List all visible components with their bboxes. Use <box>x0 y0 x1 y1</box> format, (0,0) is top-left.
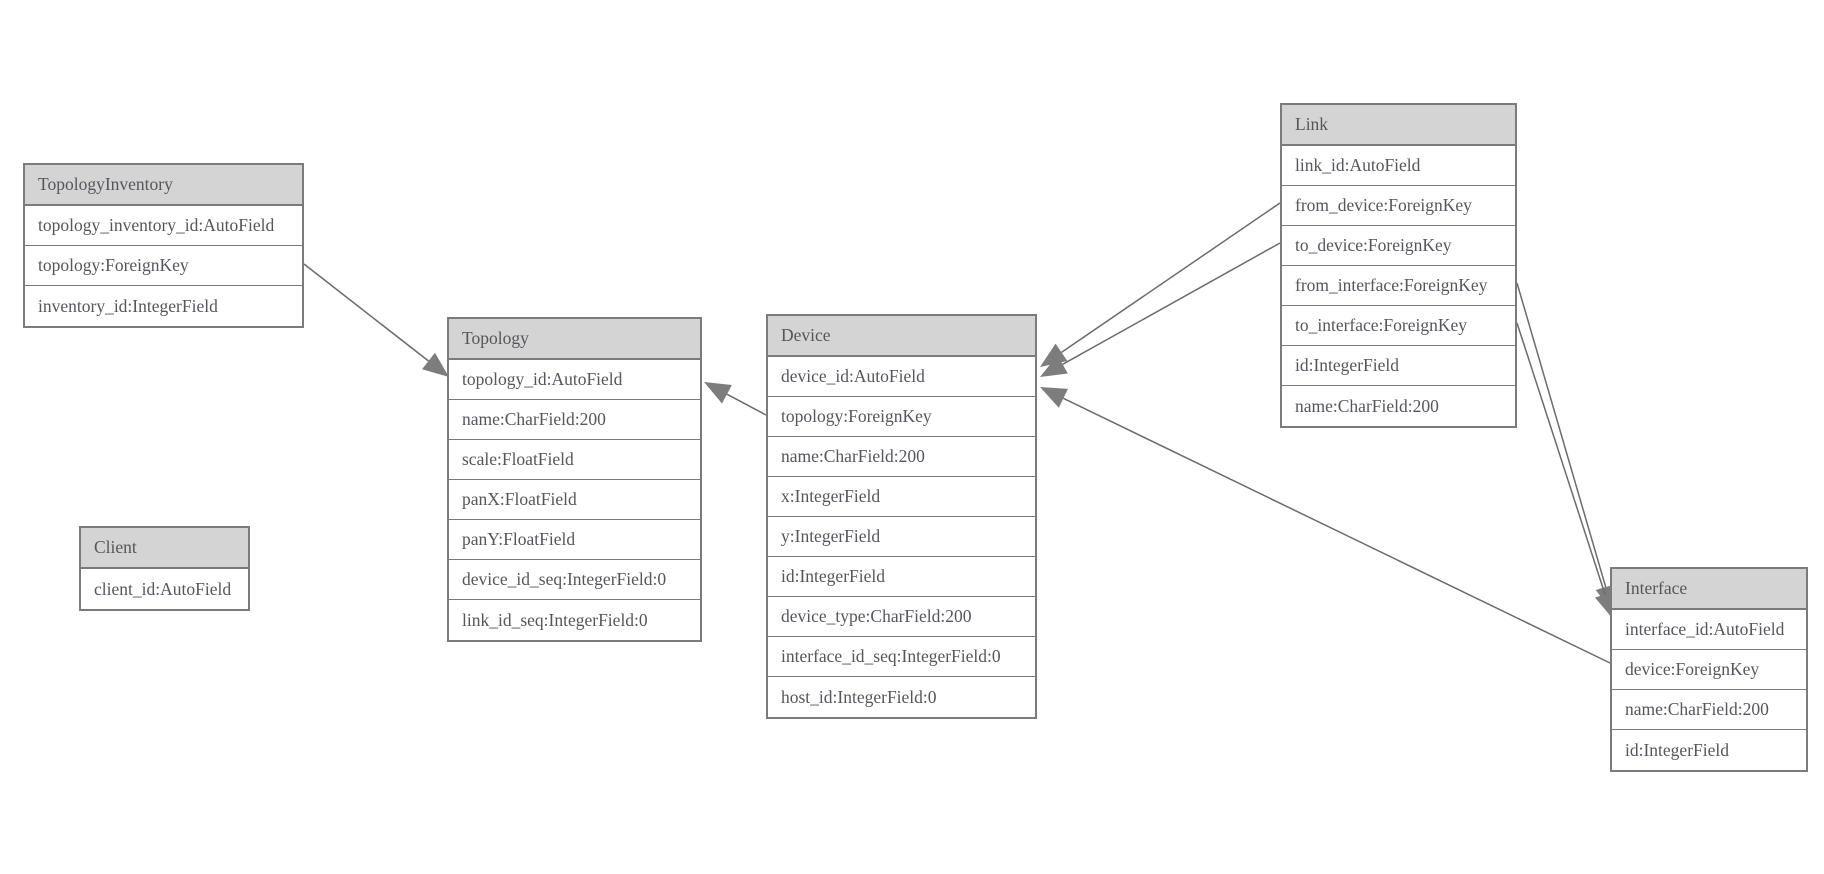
field-row-device: host_id:IntegerField:0 <box>768 677 1035 717</box>
field-row-device: device_type:CharField:200 <box>768 597 1035 637</box>
field-row-topology: panX:FloatField <box>449 480 700 520</box>
field-row-topology: topology_id:AutoField <box>449 360 700 400</box>
relationship-line <box>1063 397 1611 664</box>
field-row-device: x:IntegerField <box>768 477 1035 517</box>
field-row-device: interface_id_seq:IntegerField:0 <box>768 637 1035 677</box>
arrowhead <box>1040 343 1068 367</box>
field-row-device: topology:ForeignKey <box>768 397 1035 437</box>
relationship-line <box>726 393 767 416</box>
field-row-device: id:IntegerField <box>768 557 1035 597</box>
relationship-line <box>1516 282 1607 588</box>
entity-title-link: Link <box>1282 105 1515 146</box>
field-row-link: id:IntegerField <box>1282 346 1515 386</box>
field-row-topology: name:CharField:200 <box>449 400 700 440</box>
entity-title-interface: Interface <box>1612 569 1806 610</box>
field-row-link: to_interface:ForeignKey <box>1282 306 1515 346</box>
field-row-topology-inventory: topology:ForeignKey <box>25 246 302 286</box>
field-row-topology-inventory: topology_inventory_id:AutoField <box>25 206 302 246</box>
relationship-line <box>1061 202 1281 353</box>
arrowhead <box>704 382 732 404</box>
relationship-line <box>303 263 429 362</box>
entity-title-client: Client <box>81 528 248 569</box>
arrowhead <box>1040 387 1068 408</box>
field-row-topology: link_id_seq:IntegerField:0 <box>449 600 700 640</box>
field-row-interface: id:IntegerField <box>1612 730 1806 770</box>
relationship-line <box>1062 242 1281 365</box>
field-row-topology: panY:FloatField <box>449 520 700 560</box>
arrowhead <box>1040 355 1068 377</box>
field-row-link: from_device:ForeignKey <box>1282 186 1515 226</box>
field-row-link: name:CharField:200 <box>1282 386 1515 426</box>
entity-title-device: Device <box>768 316 1035 357</box>
field-row-interface: device:ForeignKey <box>1612 650 1806 690</box>
field-row-topology: device_id_seq:IntegerField:0 <box>449 560 700 600</box>
field-row-interface: interface_id:AutoField <box>1612 610 1806 650</box>
field-row-device: name:CharField:200 <box>768 437 1035 477</box>
arrowhead <box>422 352 449 377</box>
field-row-client: client_id:AutoField <box>81 569 248 609</box>
entity-title-topology: Topology <box>449 319 700 360</box>
field-row-link: link_id:AutoField <box>1282 146 1515 186</box>
field-row-link: to_device:ForeignKey <box>1282 226 1515 266</box>
field-row-device: device_id:AutoField <box>768 357 1035 397</box>
field-row-topology-inventory: inventory_id:IntegerField <box>25 286 302 326</box>
field-row-interface: name:CharField:200 <box>1612 690 1806 730</box>
relationship-line <box>1516 322 1606 595</box>
field-row-link: from_interface:ForeignKey <box>1282 266 1515 306</box>
field-row-device: y:IntegerField <box>768 517 1035 557</box>
field-row-topology: scale:FloatField <box>449 440 700 480</box>
entity-title-topology-inventory: TopologyInventory <box>25 165 302 206</box>
